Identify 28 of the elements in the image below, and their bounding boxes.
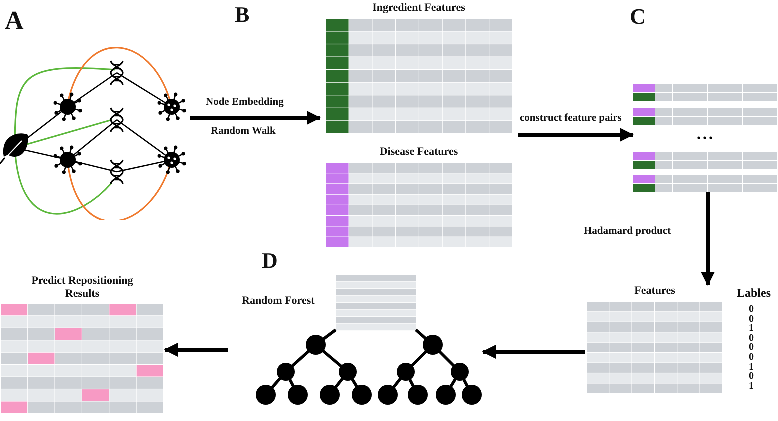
label-value: 0 — [749, 305, 754, 315]
arrow — [701, 192, 715, 286]
arrow — [164, 343, 228, 357]
label-value: 1 — [749, 324, 754, 334]
matrix-title: Disease Features — [380, 146, 458, 159]
label-value: 0 — [749, 353, 754, 363]
matrix-title: Ingredient Features — [372, 2, 466, 15]
edge-label: Hadamard product — [583, 226, 672, 238]
label-value: 0 — [749, 334, 754, 344]
text-label: Random Walk — [211, 127, 276, 138]
text-label: Random Forest — [242, 296, 315, 307]
panel-letter: B — [235, 4, 250, 26]
edge-label: construct feature pairs — [519, 113, 623, 125]
arrow — [190, 111, 321, 125]
label-value: 1 — [749, 382, 754, 392]
label-value: 0 — [749, 372, 754, 382]
matrix-title: Predict Repositioning Results — [30, 275, 134, 300]
panel-letter: C — [630, 6, 646, 28]
panel-letter: A — [5, 8, 24, 34]
label-value: 1 — [749, 362, 754, 373]
label-value: 0 — [749, 343, 754, 354]
label-value: 0 — [749, 314, 754, 325]
arrow — [482, 345, 585, 359]
text-label: Lables — [737, 287, 772, 299]
matrix-title: Features — [634, 285, 676, 298]
edge-label: Node Embedding — [205, 97, 285, 109]
arrow — [518, 128, 634, 142]
panel-letter: D — [262, 250, 278, 272]
